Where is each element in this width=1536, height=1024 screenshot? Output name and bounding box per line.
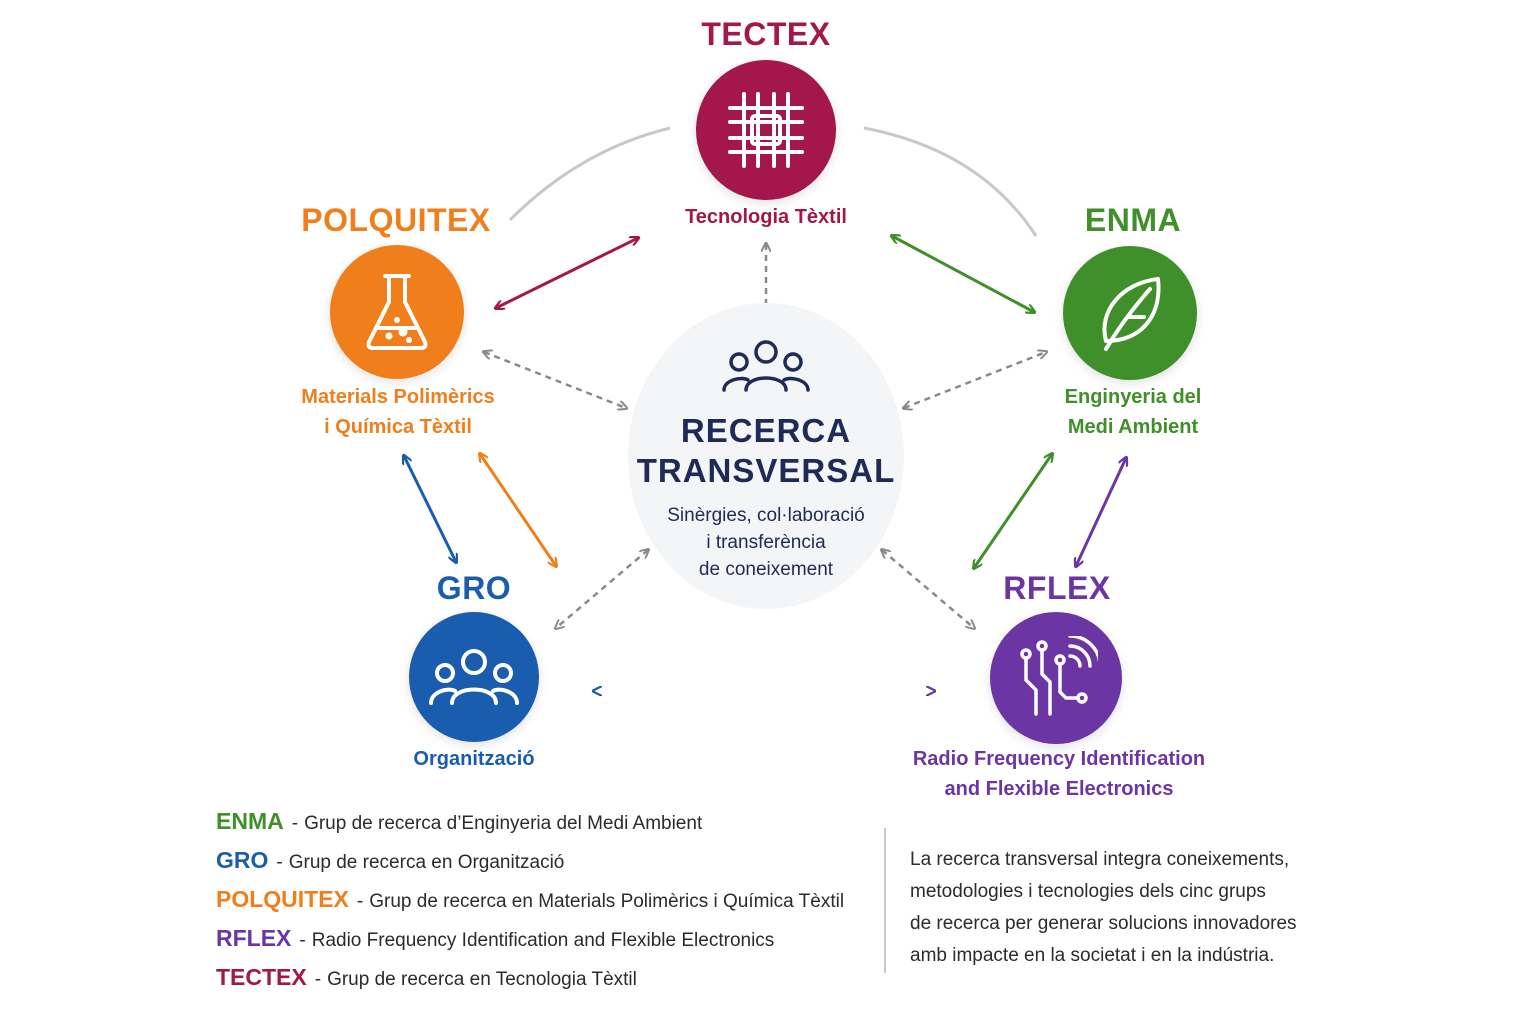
center-title-line-1: RECERCA	[680, 412, 852, 449]
dashed-rflex-center	[882, 550, 974, 628]
legend-item-gro: GRO - Grup de recerca en Organització	[216, 847, 844, 886]
legend-code: ENMA	[216, 808, 284, 834]
rflex-subtitle-line-1: Radio Frequency Identification	[912, 748, 1206, 770]
center-subtitle-line-1: Sinèrgies, col·laboració	[667, 505, 865, 526]
legend-code: GRO	[216, 847, 269, 873]
flask-icon	[366, 274, 428, 350]
legend-separator: -	[314, 969, 322, 990]
center-subtitle-line-3: de coneixement	[698, 559, 834, 580]
arrow-enma-rflex-purple	[1076, 458, 1126, 566]
summary-line-1: La recerca transversal integra coneixeme…	[910, 849, 1290, 870]
polquitex-subtitle-line-2: i Química Tèxtil	[324, 416, 472, 438]
summary-line-3: de recerca per generar solucions innovad…	[910, 913, 1297, 934]
rflex-node	[990, 612, 1122, 744]
gro-title: GRO	[436, 570, 512, 606]
dashed-polquitex-center	[484, 352, 626, 408]
center-title-line-2: TRANSVERSAL	[636, 452, 896, 489]
summary-text: La recerca transversal integra coneixeme…	[910, 844, 1350, 972]
arrow-tectex-enma	[892, 236, 1034, 312]
dashed-enma-center	[904, 352, 1046, 408]
enma-node	[1063, 246, 1197, 380]
center-subtitle-line-2: i transferència	[706, 532, 826, 553]
rflex-subtitle-line-2: and Flexible Electronics	[944, 778, 1174, 800]
gro-subtitle: Organització	[413, 744, 534, 774]
legend-item-polquitex: POLQUITEX - Grup de recerca en Materials…	[216, 886, 844, 925]
legend-separator: -	[299, 930, 306, 951]
textile-weave-icon	[728, 92, 804, 168]
legend-item-tectex: TECTEX - Grup de recerca en Tecnologia T…	[216, 964, 844, 1003]
legend-code: RFLEX	[216, 925, 292, 951]
legend-item-enma: ENMA - Grup de recerca d’Enginyeria del …	[216, 808, 844, 847]
summary-line-4: amb impacte en la societat i en la indús…	[910, 945, 1275, 966]
legend-description: Grup de recerca en Organització	[288, 852, 565, 873]
polquitex-node	[330, 245, 464, 379]
vertical-divider	[884, 828, 886, 973]
arrow-polquitex-gro	[404, 456, 456, 562]
tectex-subtitle-line-1: Tecnologia Tèxtil	[685, 206, 847, 228]
legend-description: Radio Frequency Identification and Flexi…	[311, 930, 775, 951]
arrow-enma-rflex-green	[974, 454, 1052, 568]
center-hub	[628, 303, 904, 609]
legend-code: POLQUITEX	[216, 886, 349, 912]
rflex-title: RFLEX	[1003, 570, 1111, 606]
legend-description: Grup de recerca en Tecnologia Tèxtil	[327, 969, 637, 990]
summary-line-2: metodologies i tecnologies dels cinc gru…	[910, 881, 1266, 902]
gro-node	[409, 612, 539, 742]
arrow-polquitex-tectex	[496, 238, 638, 308]
legend-description: Grup de recerca d’Enginyeria del Medi Am…	[304, 813, 703, 834]
legend-item-rflex: RFLEX - Radio Frequency Identification a…	[216, 925, 844, 964]
legend-code: TECTEX	[216, 964, 307, 990]
enma-subtitle: Enginyeria del Medi Ambient	[1065, 382, 1202, 442]
leaf-icon	[1102, 277, 1161, 351]
outer-arc-right	[863, 126, 1038, 237]
people-group-icon	[722, 340, 810, 392]
legend-separator: -	[356, 891, 364, 912]
arrow-polquitex-rflex-orange	[480, 454, 556, 566]
gro-subtitle-line-1: Organització	[413, 748, 535, 770]
legend-separator: -	[291, 813, 299, 834]
tectex-subtitle: Tecnologia Tèxtil	[685, 202, 847, 232]
legend-separator: -	[276, 852, 283, 873]
polquitex-subtitle-line-1: Materials Polimèrics	[301, 386, 495, 408]
dashed-gro-center	[556, 550, 648, 628]
tectex-node	[696, 60, 836, 200]
legend-description: Grup de recerca en Materials Polimèrics …	[369, 891, 845, 912]
rflex-subtitle: Radio Frequency Identification and Flexi…	[913, 744, 1205, 804]
legend: ENMA - Grup de recerca d’Enginyeria del …	[216, 808, 844, 1003]
rfid-circuit-icon	[1020, 636, 1098, 716]
polquitex-title: POLQUITEX	[301, 202, 491, 238]
people-group-icon	[429, 649, 519, 705]
tectex-title: TECTEX	[701, 16, 831, 52]
polquitex-subtitle: Materials Polimèrics i Química Tèxtil	[301, 382, 494, 442]
enma-title: ENMA	[1084, 202, 1182, 238]
enma-subtitle-line-1: Enginyeria del	[1064, 386, 1202, 408]
enma-subtitle-line-2: Medi Ambient	[1067, 416, 1199, 438]
outer-arc-left	[508, 126, 671, 222]
